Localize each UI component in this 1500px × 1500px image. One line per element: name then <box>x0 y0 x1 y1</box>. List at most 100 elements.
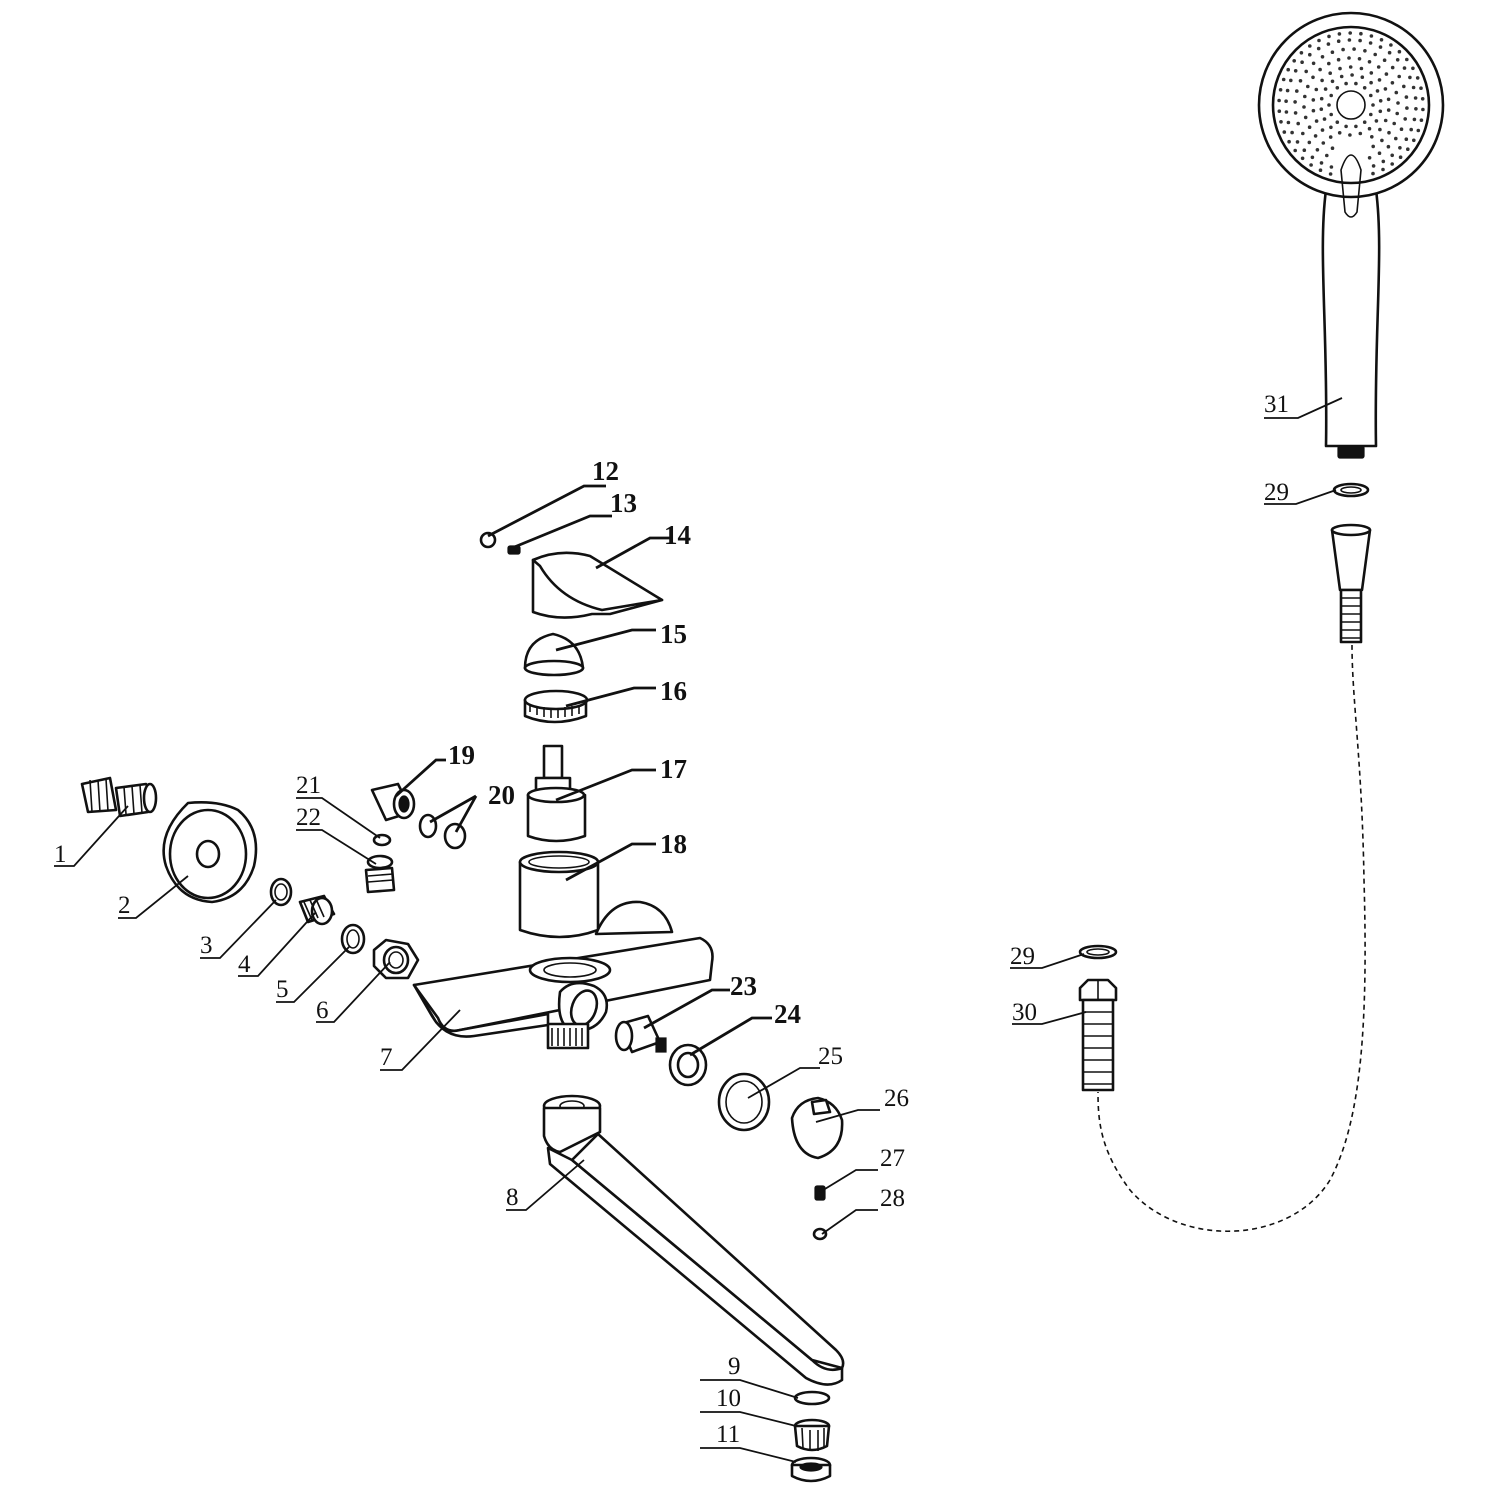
nozzle-dot <box>1278 88 1283 92</box>
aerator-insert-10 <box>793 1418 831 1452</box>
nozzle-dot <box>1402 66 1407 70</box>
nozzle-dot <box>1359 66 1364 71</box>
dome-cap-15 <box>523 632 585 677</box>
nozzle-dot <box>1309 163 1313 167</box>
nozzle-dot <box>1397 74 1401 79</box>
nozzle-dot <box>1308 52 1312 57</box>
nozzle-dot <box>1327 103 1331 107</box>
nozzle-dot <box>1323 87 1328 91</box>
nozzle-dot <box>1282 130 1287 134</box>
nozzle-dot <box>1336 39 1341 43</box>
nozzle-dot <box>1319 107 1324 111</box>
nozzle-dot <box>1317 38 1321 43</box>
nozzle-dot <box>1371 171 1375 176</box>
nozzle-dot <box>1386 108 1391 112</box>
nozzle-dot <box>1412 138 1416 143</box>
nozzle-dot <box>1414 107 1418 111</box>
nozzle-dot <box>1303 115 1308 120</box>
knob-26 <box>790 1096 844 1160</box>
nozzle-dot <box>1321 141 1326 145</box>
nozzle-dot <box>1377 78 1382 82</box>
nozzle-dot <box>1378 45 1383 49</box>
nozzle-dot <box>1411 66 1415 71</box>
nozzle-dot <box>1386 97 1391 102</box>
callout-21: 21 <box>296 772 321 799</box>
nozzle-dot <box>1304 69 1308 74</box>
nozzle-dot <box>1281 77 1286 82</box>
nozzle-dot <box>1341 47 1345 52</box>
callout-12: 12 <box>592 456 619 486</box>
nozzle-dot <box>1399 127 1404 131</box>
callout-25: 25 <box>818 1043 843 1070</box>
bushing-24 <box>668 1043 708 1087</box>
nozzle-dot <box>1390 153 1394 158</box>
nozzle-dot <box>1313 134 1318 138</box>
nozzle-dot <box>1284 99 1288 103</box>
nozzle-dot <box>1293 111 1298 115</box>
nozzle-dot <box>1358 38 1362 43</box>
nozzle-dot <box>1327 34 1331 39</box>
nozzle-dot <box>1374 119 1379 123</box>
nozzle-dot <box>1354 124 1358 129</box>
nozzle-dot <box>1279 120 1283 124</box>
nozzle-dot <box>1329 125 1333 130</box>
callout-24: 24 <box>774 999 801 1029</box>
washer-29-top <box>1332 482 1370 498</box>
nozzle-dot <box>1386 144 1391 149</box>
o-ring-20a <box>418 813 438 839</box>
nozzle-dot <box>1314 87 1319 92</box>
callout-7: 7 <box>380 1044 393 1071</box>
nozzle-dot <box>1320 55 1325 59</box>
nozzle-dot <box>1378 127 1382 132</box>
shower-head-part <box>1257 11 1445 459</box>
nozzle-dot <box>1348 31 1352 35</box>
nozzle-dot <box>1318 168 1323 172</box>
callout-4: 4 <box>238 951 251 978</box>
nozzle-dot <box>1390 65 1395 70</box>
nozzle-dot <box>1405 106 1409 110</box>
nozzle-dot <box>1337 32 1342 36</box>
nozzle-dot <box>1307 140 1312 145</box>
nozzle-dot <box>1330 79 1335 84</box>
nozzle-dot <box>1293 148 1297 153</box>
nozzle-dot <box>1398 155 1403 159</box>
callout-31: 31 <box>1264 391 1289 418</box>
nozzle-dot <box>1402 84 1406 89</box>
nozzle-dot <box>1383 87 1388 91</box>
nozzle-dot <box>1311 75 1315 80</box>
callout-29-lower: 29 <box>1010 943 1035 970</box>
nozzle-dot <box>1298 79 1303 83</box>
nozzle-dot <box>1420 97 1425 101</box>
nozzle-dot <box>1316 46 1321 51</box>
nozzle-dot <box>1384 72 1389 76</box>
nozzle-dot <box>1368 41 1373 45</box>
washer-3 <box>269 877 293 907</box>
nozzle-dot <box>1371 144 1375 149</box>
nozzle-dot <box>1289 78 1293 83</box>
nozzle-dot <box>1358 131 1363 136</box>
callout-18: 18 <box>660 829 687 859</box>
nozzle-dot <box>1302 105 1306 109</box>
nozzle-dot <box>1375 89 1380 93</box>
callout-10: 10 <box>716 1385 741 1412</box>
callout-13: 13 <box>610 488 637 518</box>
nozzle-dot <box>1377 151 1382 155</box>
nozzle-dot <box>1395 111 1399 116</box>
callout-28: 28 <box>880 1185 905 1212</box>
nozzle-dot <box>1412 117 1417 122</box>
nozzle-dot <box>1287 139 1291 144</box>
lever-handle-14 <box>531 551 664 619</box>
nozzle-dot <box>1328 71 1332 75</box>
nozzle-dot <box>1390 162 1394 166</box>
nozzle-dot <box>1296 121 1300 126</box>
sleeve-18 <box>518 850 600 939</box>
threaded-nipple-4 <box>298 894 336 926</box>
nozzle-dot <box>1327 61 1331 66</box>
nozzle-dot <box>1308 44 1312 48</box>
nozzle-dot <box>1311 61 1316 66</box>
callout-22: 22 <box>296 804 321 831</box>
nozzle-dot <box>1328 172 1333 176</box>
nozzle-dot <box>1325 153 1329 158</box>
nozzle-dot <box>1381 167 1385 172</box>
